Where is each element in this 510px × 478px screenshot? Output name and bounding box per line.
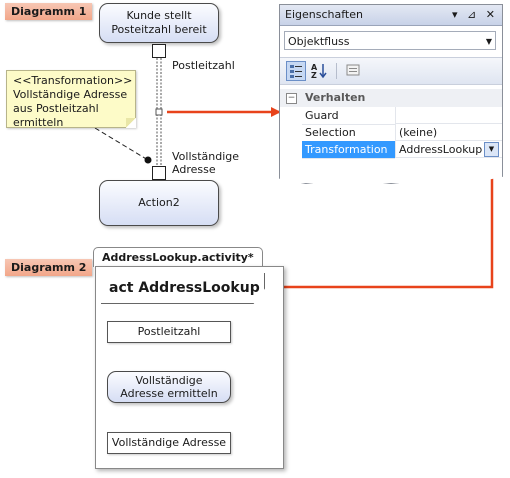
svg-text:Z: Z <box>311 71 317 79</box>
categorized-icon <box>290 65 302 78</box>
note-attachment-dot <box>144 156 152 164</box>
action-2[interactable]: Action2 <box>99 180 219 226</box>
properties-window: Eigenschaften ▾ ⊿ ✕ Objektfluss ▼ A Z <box>279 4 503 184</box>
svg-text:A: A <box>311 63 318 72</box>
window-controls: ▾ ⊿ ✕ <box>452 5 498 25</box>
property-value[interactable]: AddressLookup ▼ <box>395 141 502 158</box>
input-pin[interactable] <box>152 166 166 180</box>
properties-title: Eigenschaften <box>285 8 363 21</box>
object-selector-value: Objektfluss <box>288 35 350 48</box>
property-row-selection[interactable]: Selection (keine) <box>280 124 502 142</box>
category-label: Verhalten <box>305 91 366 104</box>
diagram-1-tag: Diagramm 1 <box>5 3 93 20</box>
property-key: Selection <box>302 124 395 142</box>
property-value[interactable]: (keine) <box>395 124 502 141</box>
transformation-note[interactable]: <<Transformation>> Vollständige Adresse … <box>6 70 136 129</box>
note-line3: aus Postleitzahl <box>13 102 99 115</box>
pin-label-full-address-line2: Adresse <box>172 163 216 176</box>
note-line2: Vollständige Adresse <box>13 88 128 101</box>
property-row-guard[interactable]: Guard <box>280 107 502 125</box>
red-arrow-to-diagram2 <box>254 166 494 292</box>
property-pages-icon <box>346 64 360 76</box>
chevron-down-icon[interactable]: ▼ <box>484 142 499 157</box>
property-grid: − Verhalten Guard Selection (keine) Tran… <box>280 89 502 159</box>
action-2-label: Action2 <box>138 196 180 209</box>
note-line4: ermitteln <box>13 116 64 129</box>
diagram-2-tag: Diagramm 2 <box>5 259 93 276</box>
action-determine-line2: Adresse ermitteln <box>120 387 218 400</box>
action-top-line2: Posteitzahl bereit <box>111 23 207 36</box>
properties-toolbar: A Z <box>280 57 502 85</box>
toolbar-separator <box>336 63 337 79</box>
action-customer-provides-zip[interactable]: Kunde stellt Posteitzahl bereit <box>99 3 219 43</box>
note-connector <box>94 127 149 161</box>
note-stereotype: <<Transformation>> <box>13 74 133 87</box>
chevron-down-icon: ▼ <box>485 37 492 46</box>
categorized-button[interactable] <box>286 61 306 81</box>
property-row-transformation[interactable]: Transformation AddressLookup ▼ <box>280 141 502 159</box>
pin-icon[interactable]: ⊿ <box>467 8 480 21</box>
transformation-value: AddressLookup <box>399 143 483 156</box>
property-value[interactable] <box>395 107 502 124</box>
action-determine-address[interactable]: Vollständige Adresse ermitteln <box>107 371 231 403</box>
object-node-postleitzahl[interactable]: Postleitzahl <box>107 321 231 343</box>
alphabetical-button[interactable]: A Z <box>310 61 330 81</box>
object-flow-handle[interactable] <box>155 108 163 116</box>
object-node-full-address[interactable]: Vollständige Adresse <box>107 432 231 454</box>
action-top-line1: Kunde stellt <box>126 9 192 22</box>
pin-label-full-address-line1: Vollständige <box>172 150 240 163</box>
pin-label-full-address: Vollständige Adresse <box>172 150 239 176</box>
output-pin[interactable] <box>152 44 166 58</box>
dropdown-icon[interactable]: ▾ <box>452 8 461 21</box>
action-determine-line1: Vollständige <box>135 374 203 387</box>
activity-header: act AddressLookup <box>101 273 265 304</box>
properties-title-bar: Eigenschaften ▾ ⊿ ✕ <box>280 5 502 26</box>
collapse-icon[interactable]: − <box>286 93 297 104</box>
property-key: Transformation <box>302 141 395 159</box>
sort-az-icon: A Z <box>311 63 327 80</box>
activity-tab[interactable]: AddressLookup.activity* <box>93 247 263 267</box>
pin-label-postleitzahl: Postleitzahl <box>172 59 235 72</box>
property-key: Guard <box>302 107 395 125</box>
close-icon[interactable]: ✕ <box>485 8 498 21</box>
property-pages-button[interactable] <box>344 61 364 81</box>
category-verhalten[interactable]: − Verhalten <box>280 89 502 107</box>
object-selector[interactable]: Objektfluss ▼ <box>284 31 496 50</box>
